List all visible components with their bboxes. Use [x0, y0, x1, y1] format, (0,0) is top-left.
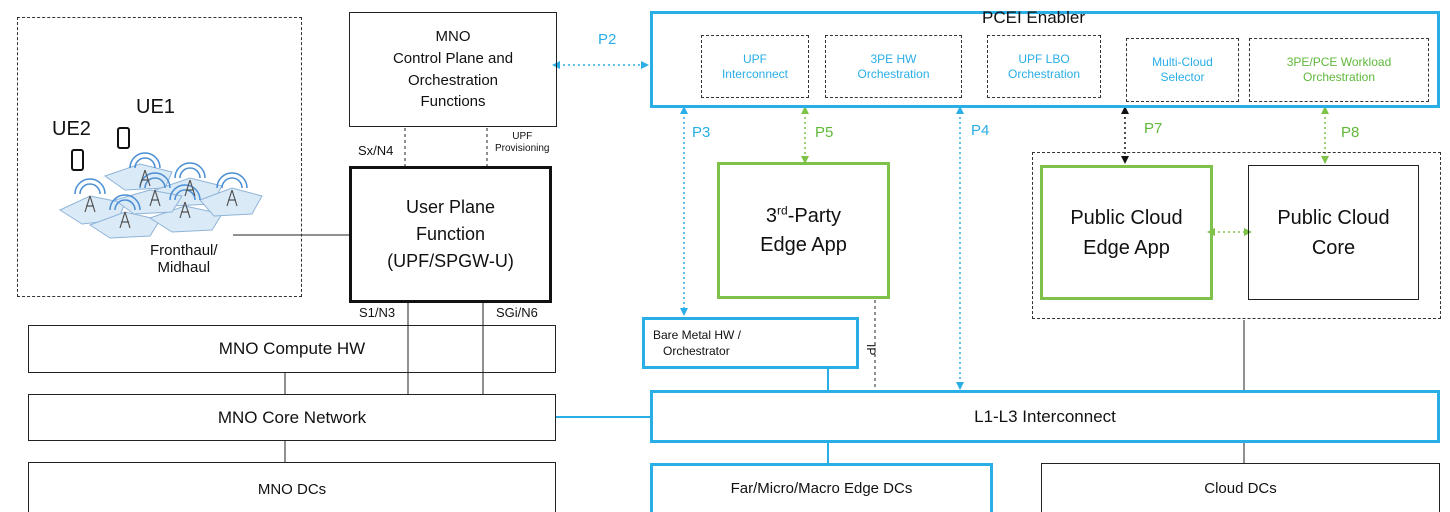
pcei-module-upf-interconnect: UPF Interconnect	[701, 35, 809, 98]
pcei-enabler-box	[650, 11, 1440, 108]
edge-dcs-label: Far/Micro/Macro Edge DCs	[730, 479, 913, 497]
p8-label: P8	[1341, 124, 1360, 141]
p3-label: P3	[692, 124, 711, 141]
l1-l3-interconnect-box: L1-L3 Interconnect	[650, 390, 1440, 443]
upf-line1: User Plane	[405, 197, 496, 217]
cloud-dcs-box: Cloud DCs	[1041, 463, 1440, 512]
p2-label: P2	[598, 31, 617, 48]
mno-control-line4: Functions	[420, 93, 486, 111]
upf-provisioning-label: UPF Provisioning	[495, 131, 549, 154]
pcei-enabler-title: PCEI Enabler	[982, 8, 1085, 27]
bare-metal-orchestrator-box: Bare Metal HW / Orchestrator	[642, 317, 859, 369]
pcei-module-line2: Interconnect	[721, 66, 789, 81]
pcei-module-upf-lbo-orchestration: UPF LBO Orchestration	[987, 35, 1101, 98]
ran-region	[17, 17, 302, 297]
mno-control-line2: Control Plane and	[392, 49, 514, 67]
public-cloud-core-box: Public Cloud Core	[1248, 165, 1419, 300]
ue1-label: UE1	[136, 96, 175, 118]
upf-box: User Plane Function (UPF/SPGW-U)	[349, 166, 552, 303]
pcei-module-3pe-hw-orchestration: 3PE HW Orchestration	[825, 35, 962, 98]
mno-core-network-label: MNO Core Network	[217, 407, 367, 427]
third-party-line2: Edge App	[760, 233, 847, 256]
mno-compute-hw-label: MNO Compute HW	[218, 339, 366, 358]
bare-metal-line2: Orchestrator	[663, 344, 730, 358]
mno-control-line1: MNO	[435, 28, 471, 45]
fronthaul-label: Fronthaul/ Midhaul	[150, 242, 218, 277]
phone-icon	[71, 127, 130, 171]
public-cloud-edge-line1: Public Cloud	[1070, 206, 1183, 229]
third-party-number: 3	[765, 204, 778, 227]
bare-metal-line1: Bare Metal HW /	[653, 327, 742, 342]
upf-line3: (UPF/SPGW-U)	[387, 251, 514, 271]
third-party-line1: 3rd-Party	[766, 202, 841, 231]
cell-towers-icon	[58, 152, 263, 239]
pcei-module-line1: UPF LBO	[1018, 51, 1070, 66]
sgi-n6-label: SGi/N6	[496, 305, 538, 320]
pcei-module-line1: 3PE/PCE Workload	[1286, 55, 1392, 69]
public-cloud-core-line1: Public Cloud	[1277, 206, 1390, 229]
p4-label: P4	[971, 122, 990, 139]
pcei-module-line1: UPF	[743, 51, 767, 66]
edge-dcs-box: Far/Micro/Macro Edge DCs	[650, 463, 993, 512]
pcei-module-workload-orchestration: 3PE/PCE Workload Orchestration	[1249, 38, 1429, 102]
ue2-label: UE2	[52, 118, 91, 140]
mno-control-plane-box: MNO Control Plane and Orchestration Func…	[349, 12, 557, 127]
pcei-module-line2: Selector	[1160, 70, 1205, 84]
upf-provisioning-line1: UPF	[512, 131, 533, 142]
public-cloud-region	[1032, 152, 1441, 319]
sx-n4-label: Sx/N4	[358, 143, 394, 158]
upf-line2: Function	[415, 224, 486, 244]
l1-l3-interconnect-label: L1-L3 Interconnect	[974, 406, 1116, 426]
pcei-module-line2: Orchestration	[1007, 66, 1081, 81]
public-cloud-core-line2: Core	[1311, 236, 1356, 259]
public-cloud-edge-app-box: Public Cloud Edge App	[1040, 165, 1213, 300]
third-party-suffix: -Party	[787, 204, 842, 227]
s1-n3-label: S1/N3	[359, 305, 396, 320]
ip-label: IP	[864, 344, 878, 356]
pcei-module-line1: 3PE HW	[870, 51, 917, 66]
p5-label: P5	[815, 124, 834, 141]
upf-provisioning-line2: Provisioning	[495, 142, 550, 154]
third-party-edge-app-box: 3rd-Party Edge App	[717, 162, 890, 299]
pcei-module-line2: Orchestration	[1302, 70, 1376, 84]
mno-dcs-box: MNO DCs	[28, 462, 556, 512]
mno-compute-hw-box: MNO Compute HW	[28, 325, 556, 373]
public-cloud-edge-line2: Edge App	[1083, 236, 1170, 259]
pcei-module-line2: Orchestration	[857, 66, 930, 81]
mno-core-network-box: MNO Core Network	[28, 394, 556, 441]
mno-control-line3: Orchestration	[407, 71, 499, 89]
cloud-dcs-label: Cloud DCs	[1204, 479, 1277, 497]
p7-label: P7	[1144, 120, 1163, 137]
mno-dcs-label: MNO DCs	[257, 480, 327, 498]
pcei-module-line1: Multi-Cloud	[1152, 55, 1213, 69]
third-party-sup: rd	[777, 202, 788, 217]
pcei-module-multi-cloud-selector: Multi-Cloud Selector	[1126, 38, 1239, 102]
